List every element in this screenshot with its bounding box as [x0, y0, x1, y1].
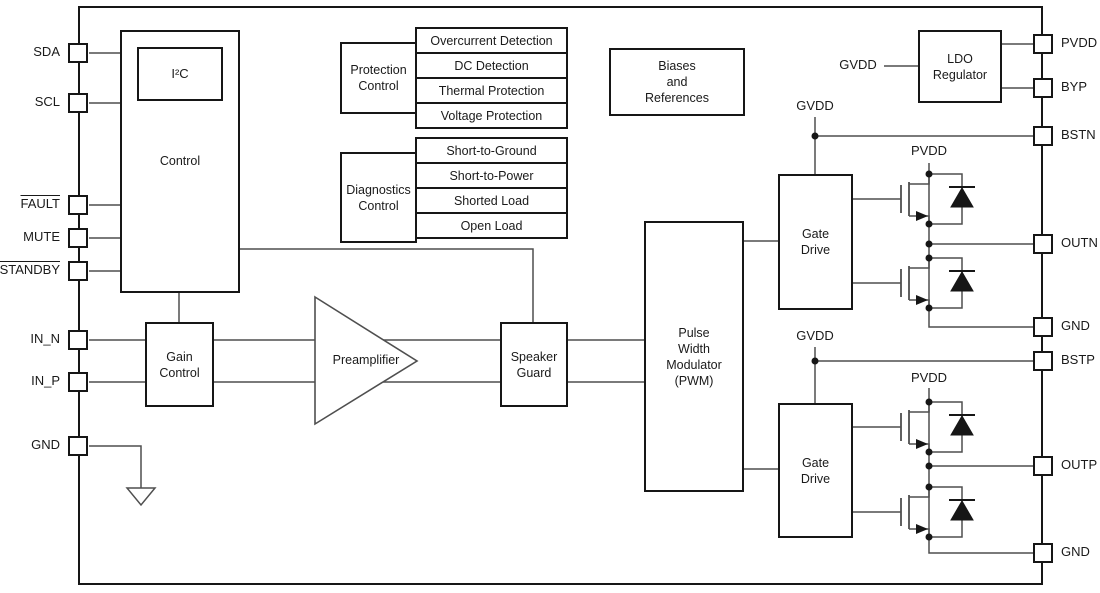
- wire-rail-outn-to-gnd: [928, 308, 1034, 328]
- diagnostics-item-0: Short-to-Ground: [415, 137, 568, 164]
- pin-scl: [68, 93, 88, 113]
- mosfet-outn-high-side: [852, 169, 976, 229]
- pin-label-in-p: IN_P: [31, 373, 60, 388]
- control-block-label: Control: [159, 154, 201, 168]
- net-label-pvdd-top: PVDD: [910, 143, 948, 158]
- net-label-gvdd-ldo: GVDD: [839, 57, 877, 72]
- speaker-guard-block: Speaker Guard: [500, 322, 568, 407]
- wire-gnd-left: [89, 445, 142, 488]
- pin-sda: [68, 43, 88, 63]
- pin-bstp: [1033, 351, 1053, 371]
- pin-label-in-n: IN_N: [30, 331, 60, 346]
- pin-pvdd: [1033, 34, 1053, 54]
- pin-label-outp: OUTP: [1061, 457, 1098, 472]
- mosfet-outn-low-side: [852, 253, 976, 313]
- ldo-regulator-block: LDO Regulator: [918, 30, 1002, 103]
- mosfet-outp-low-side: [852, 482, 976, 542]
- pin-label-sda: SDA: [33, 44, 60, 59]
- gate-drive-top-block: Gate Drive: [778, 174, 853, 310]
- pin-bstn: [1033, 126, 1053, 146]
- protection-control-block: Protection Control: [340, 42, 417, 114]
- pin-gnd-outn: [1033, 317, 1053, 337]
- preamplifier-label: Preamplifier: [332, 353, 400, 367]
- pin-gnd-left: [68, 436, 88, 456]
- i2c-block: I²C: [137, 47, 223, 101]
- protection-item-2: Thermal Protection: [415, 77, 568, 104]
- diagnostics-item-3: Open Load: [415, 212, 568, 239]
- pin-outp: [1033, 456, 1053, 476]
- pin-byp: [1033, 78, 1053, 98]
- pin-in-n: [68, 330, 88, 350]
- diagnostics-control-block: Diagnostics Control: [340, 152, 417, 243]
- junction-dots: [811, 132, 933, 470]
- pin-label-byp: BYP: [1061, 79, 1088, 94]
- net-label-gvdd-top: GVDD: [796, 98, 834, 113]
- pin-outn: [1033, 234, 1053, 254]
- pin-label-outn: OUTN: [1061, 235, 1098, 250]
- mosfet-outp-high-side: [852, 397, 976, 457]
- protection-item-0: Overcurrent Detection: [415, 27, 568, 54]
- wire-control-to-speaker-guard: [240, 248, 534, 323]
- biases-references-block: Biases and References: [609, 48, 745, 116]
- preamplifier-triangle: [314, 295, 419, 426]
- diagnostics-item-1: Short-to-Power: [415, 162, 568, 189]
- pin-standby: [68, 261, 88, 281]
- pin-label-standby: STANDBY: [0, 262, 60, 277]
- pin-gnd-outp: [1033, 543, 1053, 563]
- pin-label-gnd-outn: GND: [1061, 318, 1090, 333]
- ground-icon: [125, 487, 157, 507]
- net-label-gvdd-bottom: GVDD: [796, 328, 834, 343]
- pin-label-gnd-left: GND: [31, 437, 60, 452]
- pwm-block: Pulse Width Modulator (PWM): [644, 221, 744, 492]
- pin-label-mute: MUTE: [23, 229, 60, 244]
- pin-label-pvdd: PVDD: [1061, 35, 1098, 50]
- pin-fault: [68, 195, 88, 215]
- pin-label-fault: FAULT: [20, 196, 61, 211]
- gate-drive-bottom-block: Gate Drive: [778, 403, 853, 538]
- dot-outp: [925, 462, 933, 470]
- pin-label-bstp: BSTP: [1061, 352, 1095, 367]
- dot-outn: [925, 240, 933, 248]
- pin-label-gnd-outp: GND: [1061, 544, 1090, 559]
- gain-control-block: Gain Control: [145, 322, 214, 407]
- protection-item-3: Voltage Protection: [415, 102, 568, 129]
- pin-label-scl: SCL: [34, 94, 60, 109]
- pin-label-bstn: BSTN: [1061, 127, 1096, 142]
- protection-item-1: DC Detection: [415, 52, 568, 79]
- wire-rail-outp-to-gnd: [928, 537, 1034, 554]
- net-label-pvdd-bottom: PVDD: [910, 370, 948, 385]
- pin-mute: [68, 228, 88, 248]
- dot-bstp: [811, 357, 819, 365]
- pin-in-p: [68, 372, 88, 392]
- dot-bstn: [811, 132, 819, 140]
- diagnostics-item-2: Shorted Load: [415, 187, 568, 214]
